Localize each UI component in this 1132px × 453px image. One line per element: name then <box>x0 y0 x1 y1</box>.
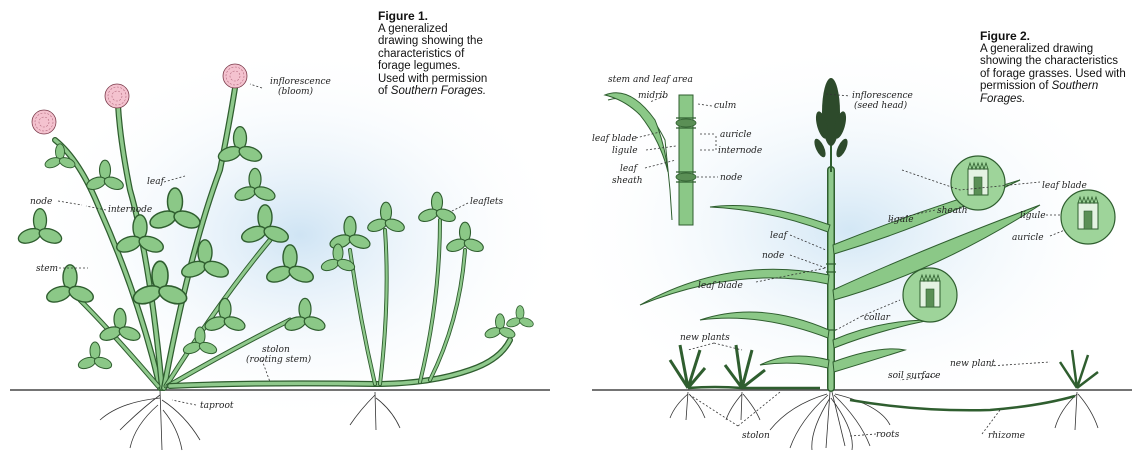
label-ligule-right: ligule <box>1020 211 1046 221</box>
label-internode: internode <box>108 205 152 215</box>
figure2-caption: Figure 2. A generalized drawing showing … <box>980 30 1128 105</box>
label-bloom: (bloom) <box>278 86 314 97</box>
label-leaf-blade-inset: leaf blade <box>592 134 637 144</box>
figure1-caption: Figure 1. A generalized drawing showing … <box>378 10 488 98</box>
label-inflorescence: inflorescence <box>270 77 331 87</box>
label-collar: collar <box>864 313 891 323</box>
label-ligule: ligule <box>888 215 914 225</box>
label-stolon: stolon <box>262 345 290 355</box>
bloom-flower-2 <box>105 84 129 108</box>
label-new-plants: new plants <box>680 333 730 343</box>
label-stem-and-leaf-area: stem and leaf area <box>608 75 693 85</box>
label-auricle-right: auricle <box>1012 233 1044 243</box>
label-ligule-inset: ligule <box>612 146 638 156</box>
label-internode: internode <box>718 146 762 156</box>
label-leaf: leaf <box>147 177 166 187</box>
label-leaf-blade-right: leaf blade <box>1042 181 1087 191</box>
label-node-main: node <box>762 251 784 261</box>
label-rhizome: rhizome <box>988 431 1025 441</box>
label-node-inset: node <box>720 173 742 183</box>
figure1-title: Figure 1. <box>378 10 488 23</box>
bloom-flower-3 <box>223 64 247 88</box>
label-roots: roots <box>876 430 900 440</box>
label-inflorescence-grass: inflorescence <box>852 91 913 101</box>
label-node: node <box>30 197 52 207</box>
figure2-title: Figure 2. <box>980 30 1128 43</box>
label-sheath-inset: sheath <box>612 176 643 186</box>
label-taproot: taproot <box>200 401 234 411</box>
label-rooting-stem: (rooting stem) <box>246 354 312 365</box>
ligule-sheath-detail <box>951 156 1005 210</box>
label-auricle-inset: auricle <box>720 130 752 140</box>
figure1-source: Southern Forages. <box>391 85 486 97</box>
grass-stolon <box>688 387 820 388</box>
ligule-auricle-detail <box>1061 190 1115 244</box>
label-new-plant: new plant <box>950 359 995 369</box>
label-midrib: midrib <box>638 91 668 101</box>
label-leaf-inset: leaf <box>620 164 639 174</box>
collar-detail <box>903 268 957 322</box>
label-culm: culm <box>714 101 736 111</box>
bloom-flower-1 <box>32 110 56 134</box>
label-stem: stem <box>36 264 58 274</box>
label-seed-head: (seed head) <box>854 100 908 111</box>
label-leaflets: leaflets <box>470 197 504 207</box>
label-stolon-grass: stolon <box>742 431 770 441</box>
label-sheath: sheath <box>937 206 968 216</box>
label-soil-surface: soil surface <box>888 371 940 381</box>
label-leaf-main: leaf <box>770 231 789 241</box>
label-leaf-blade-left: leaf blade <box>698 281 743 291</box>
